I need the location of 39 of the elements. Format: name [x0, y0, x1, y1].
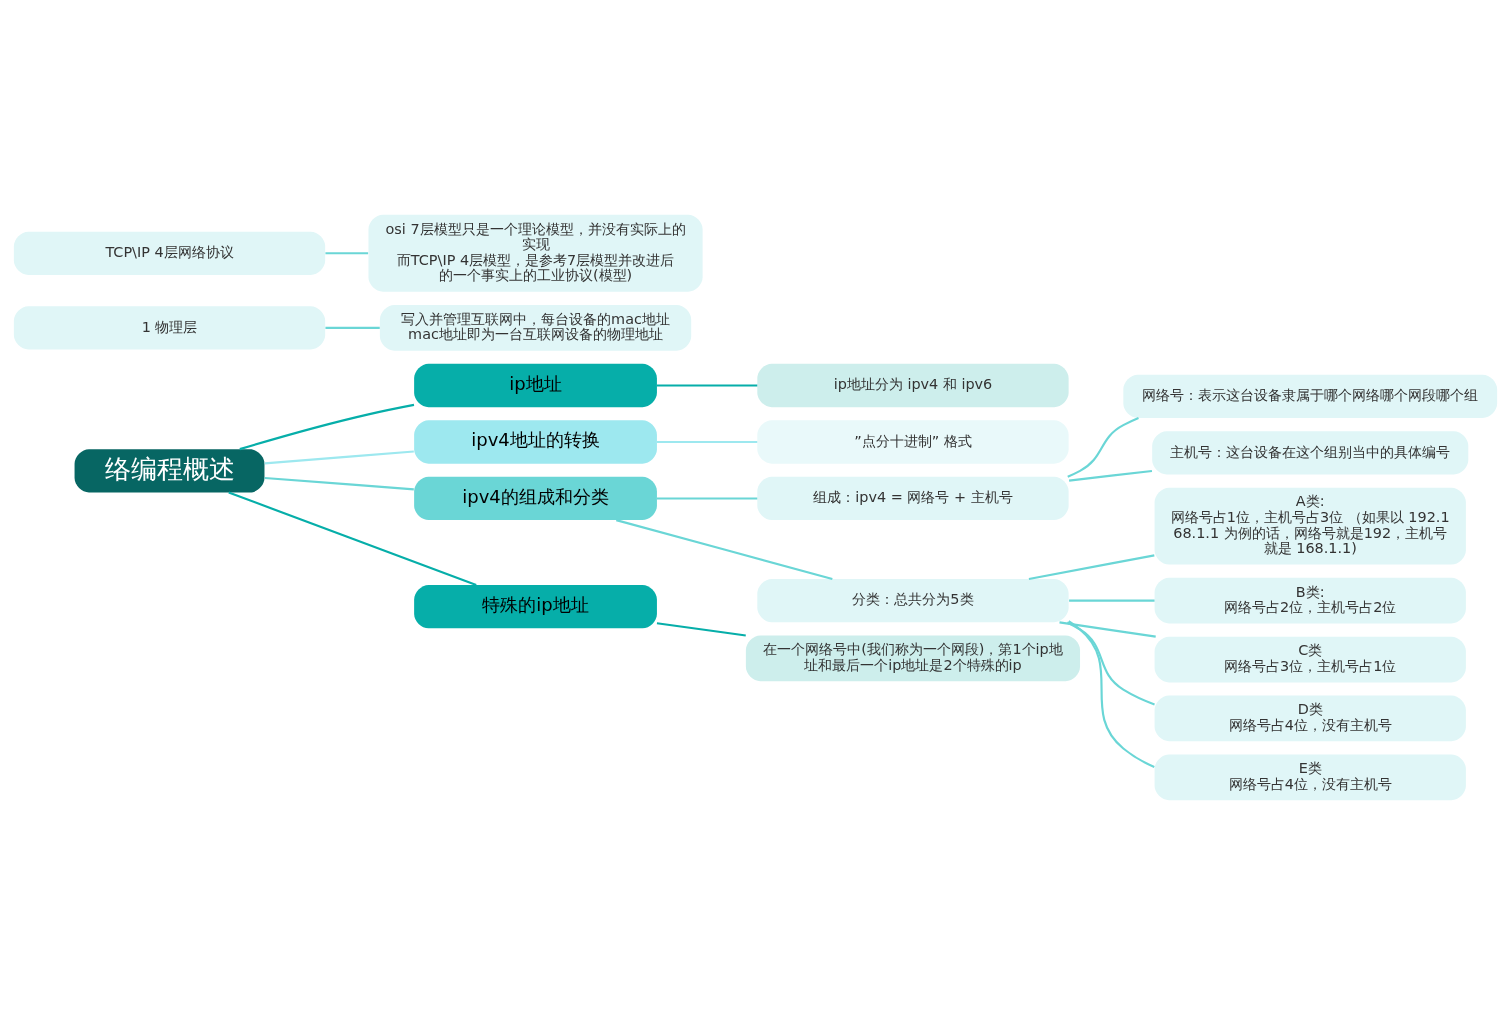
connector: [1069, 599, 1155, 602]
node-box: 特殊的ip地址: [414, 584, 657, 628]
connector: [656, 496, 758, 500]
connector: [1067, 416, 1139, 478]
node-box: ipv4地址的转换: [414, 419, 657, 464]
connector: [264, 476, 414, 490]
connector: [1068, 619, 1155, 768]
connector: [1066, 620, 1155, 705]
node-box: 1 物理层: [13, 305, 326, 349]
node-box: 分类：总共分为5类: [757, 578, 1069, 622]
node-box: D类 网络号占4位，没有主机号: [1154, 695, 1466, 741]
node-box: ipv4的组成和分类: [414, 476, 657, 520]
connector: [616, 518, 833, 580]
node-box: 组成：ipv4 = 网络号 + 主机号: [757, 476, 1069, 520]
connector: [264, 449, 414, 464]
connector: [1068, 469, 1153, 482]
connector: [656, 383, 758, 387]
node-box: ip地址: [414, 363, 657, 407]
node-box: 写入并管理互联网中，每台设备的mac地址 mac地址即为一台互联网设备的物理地址: [379, 304, 692, 351]
connector: [325, 326, 380, 329]
node-box: ip地址分为 ipv4 和 ipv6: [757, 363, 1069, 407]
node-box: ”点分十进制” 格式: [757, 419, 1069, 464]
node-box: 在一个网络号中(我们称为一个网段)，第1个ip地址和最后一个ip地址是2个特殊的ip: [745, 635, 1081, 681]
connector: [1028, 553, 1155, 580]
node-box: TCP\IP 4层网络协议: [13, 231, 326, 275]
node-box: osi 7层模型只是一个理论模型，并没有实际上的实现 而TCP\IP 4层模型，是参考7层模型并改进后的一个事实上的工业协议(模型): [368, 214, 703, 292]
node-box: C类 网络号占3位，主机号占1位: [1154, 636, 1466, 682]
connector: [239, 403, 415, 450]
node-box: E类 网络号占4位，没有主机号: [1154, 754, 1466, 800]
node-box: 主机号：这台设备在这个组别当中的具体编号: [1152, 430, 1469, 474]
connector: [656, 621, 746, 637]
connector: [228, 491, 477, 586]
node-box: 络编程概述: [74, 448, 265, 492]
node-box: B类: 网络号占2位，主机号占2位: [1154, 577, 1466, 623]
connector: [656, 440, 758, 443]
connector: [1059, 620, 1156, 638]
node-box: A类: 网络号占1位，主机号占3位 （如果以 192.168.1.1 为例的话，网络号就是192，主机号就是 168.1.1): [1154, 487, 1466, 565]
node-box: 网络号：表示这台设备隶属于哪个网络哪个网段哪个组: [1123, 374, 1498, 418]
connector: [325, 251, 369, 254]
